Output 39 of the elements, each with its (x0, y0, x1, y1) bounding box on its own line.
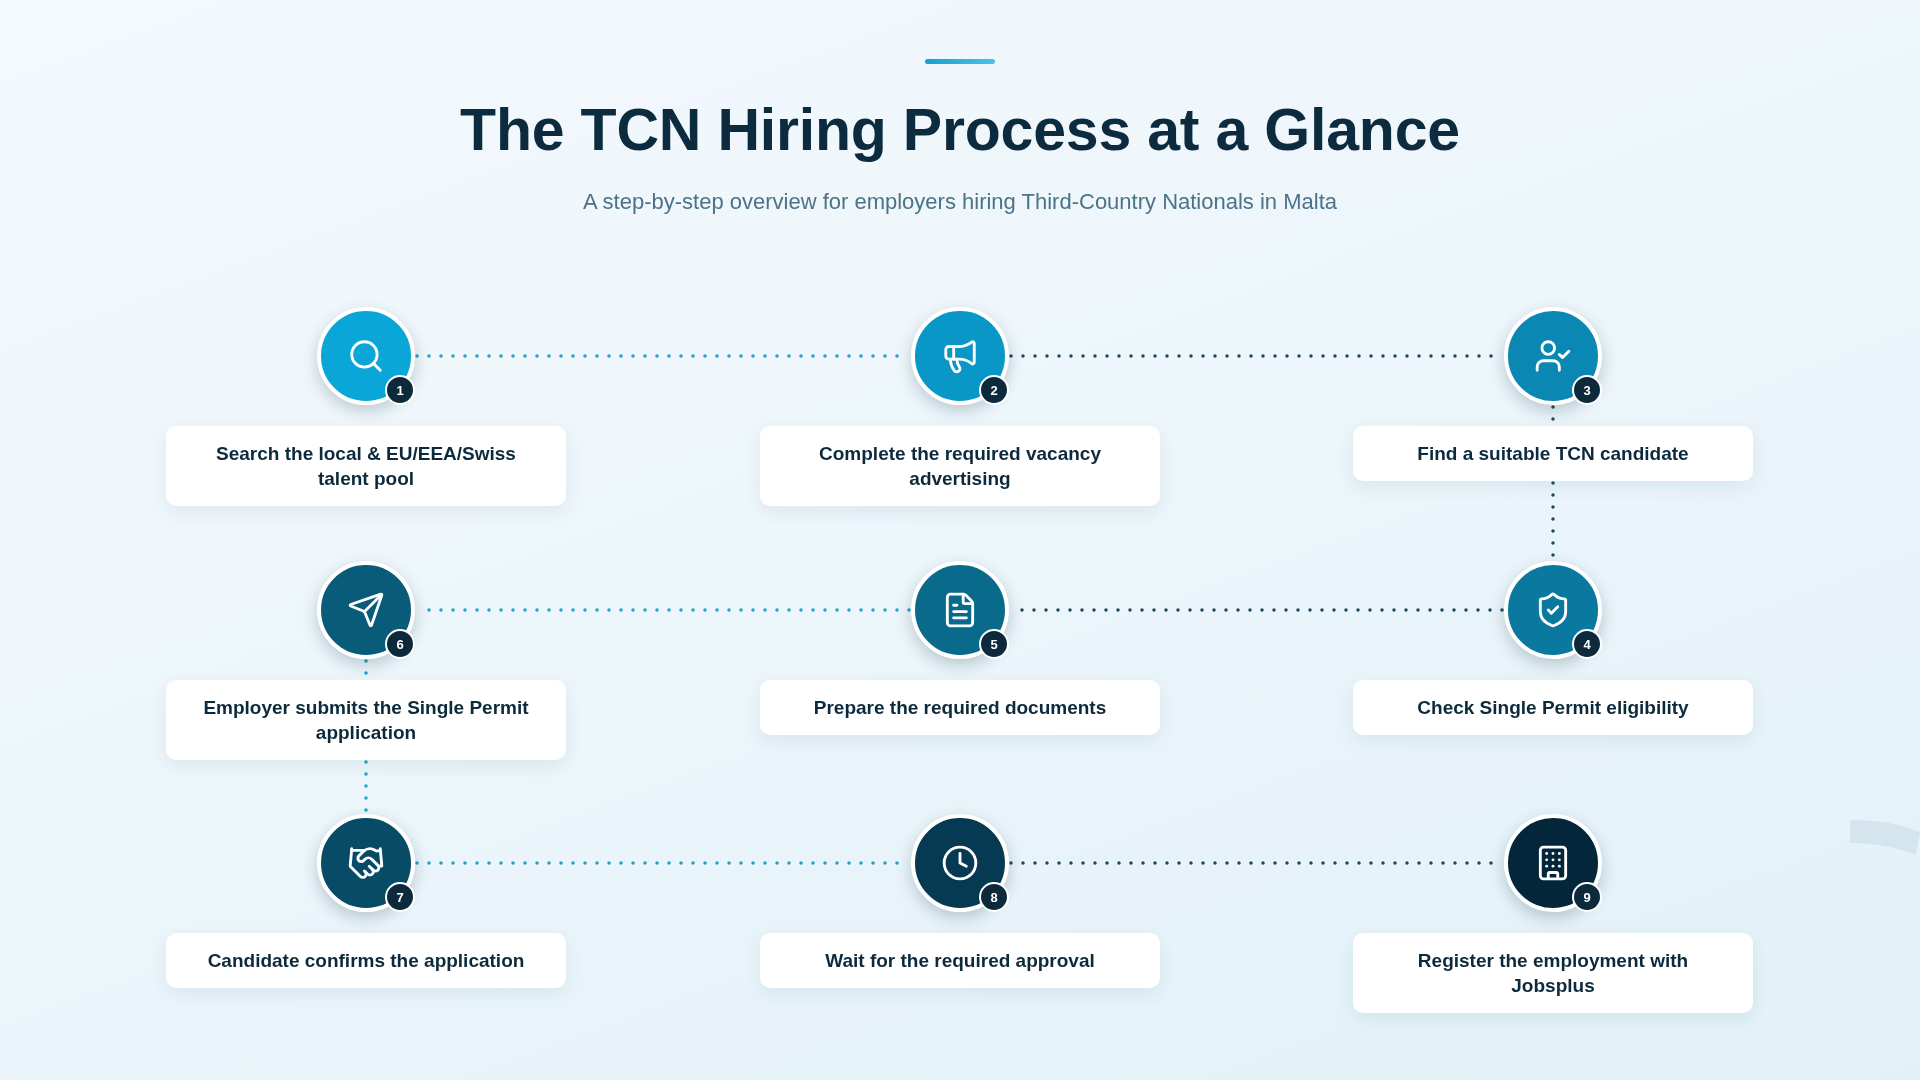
step-circle (1504, 814, 1602, 912)
step-circle (317, 307, 415, 405)
step-card (1353, 933, 1753, 1013)
step-circle (1504, 561, 1602, 659)
step-circle (911, 307, 1009, 405)
step-text: Candidate confirms the application (207, 949, 525, 973)
step-card (760, 933, 1160, 988)
step-number-badge: 7 (385, 882, 415, 912)
step-circle (1504, 307, 1602, 405)
step-card (166, 933, 566, 988)
step-text: Find a suitable TCN candidate (1417, 442, 1689, 466)
step-text: Complete the required vacancy advertising (818, 442, 1102, 491)
step-number-badge: 9 (1572, 882, 1602, 912)
step-number-badge: 5 (979, 629, 1009, 659)
step-card (166, 426, 566, 506)
dotted-connector (364, 760, 368, 814)
step-number-badge: 2 (979, 375, 1009, 405)
step-number-badge: 3 (1572, 375, 1602, 405)
subtitle: A step-by-step overview for employers hiring Third-Country Nationals in Malta (583, 188, 1337, 216)
step-card (166, 680, 566, 760)
step-card (760, 680, 1160, 735)
title: The TCN Hiring Process at a Glance (460, 96, 1460, 165)
step-circle (317, 561, 415, 659)
step-text: Register the employment with Jobsplus (1416, 949, 1690, 998)
step-text: Check Single Permit eligibility (1417, 696, 1689, 720)
step-card (1353, 680, 1753, 735)
step-number-badge: 8 (979, 882, 1009, 912)
step-text: Employer submits the Single Permit application (202, 696, 530, 745)
step-circle (911, 561, 1009, 659)
step-circle (911, 814, 1009, 912)
step-card (760, 426, 1160, 506)
step-number-badge: 6 (385, 629, 415, 659)
step-number-badge: 4 (1572, 629, 1602, 659)
step-circle (317, 814, 415, 912)
step-text: Prepare the required documents (813, 696, 1107, 720)
step-card (1353, 426, 1753, 481)
step-text: Wait for the required approval (825, 949, 1095, 973)
step-text: Search the local & EU/EEA/Swiss talent pool (215, 442, 517, 491)
step-number-badge: 1 (385, 375, 415, 405)
